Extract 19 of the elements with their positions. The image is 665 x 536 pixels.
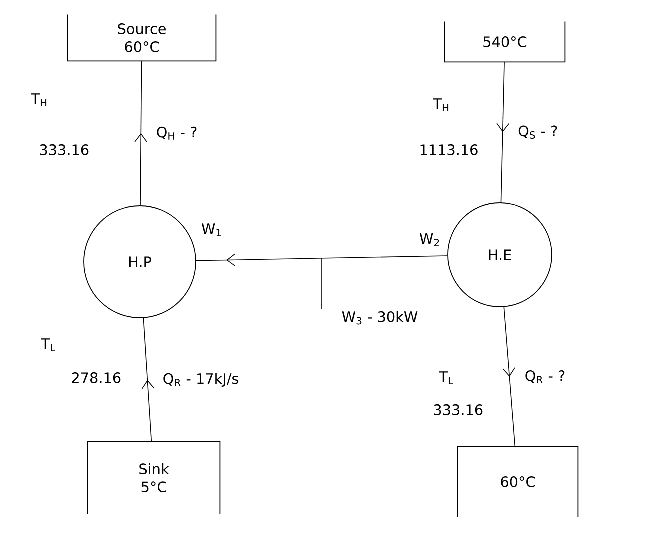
value-label: 1113.16: [420, 144, 478, 156]
block-box: 540°C: [444, 21, 566, 63]
edge-label: Q$_{R}$ - ?: [524, 370, 567, 385]
value-label: 278.16: [72, 372, 121, 384]
work-label: W$_{1}$: [202, 224, 222, 236]
value-label: T$_{L}$: [439, 372, 454, 384]
value-label: T$_{H}$: [433, 98, 449, 112]
edge-label: Q$_{H}$ - ?: [155, 126, 199, 141]
block-box: 60°C: [457, 446, 579, 518]
work-label: W$_{3}$ - 30kW: [342, 311, 418, 325]
value-label: T$_{L}$: [41, 338, 56, 352]
block-box: Source 60°C: [67, 14, 217, 62]
value-label: T$_{H}$: [31, 94, 47, 106]
value-label: 333.16: [40, 144, 89, 156]
edge-label: Q$_{R}$ - 17kJ/s: [162, 372, 240, 388]
block-box: Sink 5°C: [87, 441, 221, 515]
work-label: W$_{2}$: [420, 234, 440, 246]
edge-label: Q$_{S}$ - ?: [517, 124, 560, 140]
value-label: 333.16: [434, 404, 483, 416]
